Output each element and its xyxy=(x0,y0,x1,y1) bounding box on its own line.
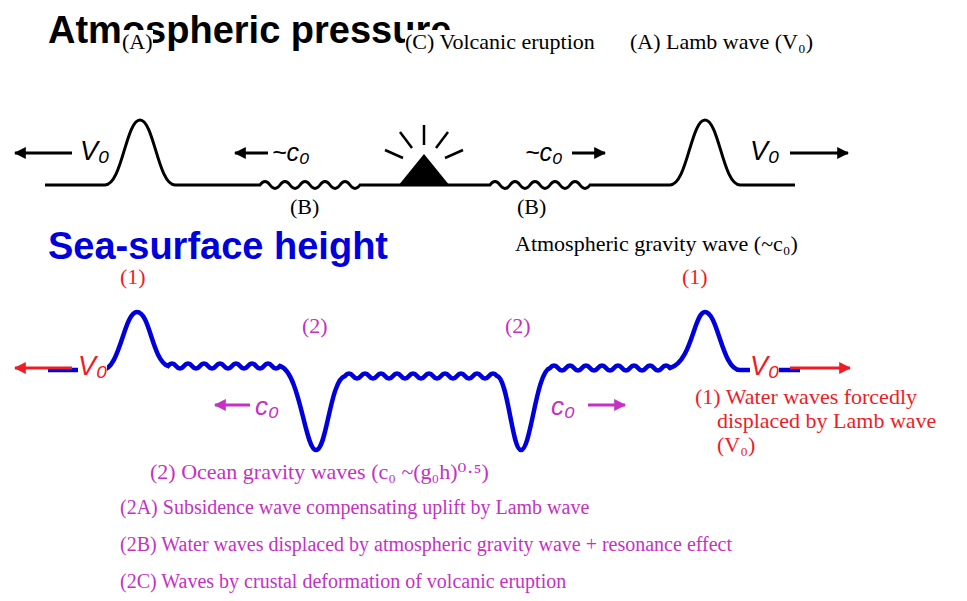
wave-description: (1) Water waves forcedly displaced by La… xyxy=(695,385,957,458)
note-text: (2C) Waves by crustal deformation of vol… xyxy=(120,570,566,592)
callout-number: (2) xyxy=(302,314,328,338)
speed-symbol: ~c₀ xyxy=(272,139,310,167)
wave-label: Atmospheric gravity wave (~c₀) xyxy=(515,232,798,256)
source-label: (C) Volcanic eruption xyxy=(405,30,595,54)
wave-label: (A) Lamb wave (V₀) xyxy=(630,30,813,54)
forced-wave-arrow xyxy=(790,367,850,370)
ocean-wave-arrow xyxy=(215,404,250,407)
speed-symbol: c₀ xyxy=(551,392,575,421)
lamb-arrow xyxy=(790,152,848,155)
ocean-wave-arrow xyxy=(588,404,625,407)
speed-symbol: V₀ xyxy=(78,352,107,382)
speed-symbol: V₀ xyxy=(750,137,779,167)
eruption-rays xyxy=(385,125,463,158)
speed-symbol: ~c₀ xyxy=(525,139,563,167)
callout-number: (1) xyxy=(120,265,146,289)
callout-label: (B) xyxy=(290,195,319,219)
speed-symbol: c₀ xyxy=(255,392,279,421)
gravity-arrow xyxy=(235,152,268,155)
section-heading: Sea-surface height xyxy=(48,226,388,268)
callout-label: (B) xyxy=(517,195,546,219)
note-text: (2A) Subsidence wave compensating uplift… xyxy=(120,496,589,518)
callout-number: (1) xyxy=(682,265,708,289)
speed-symbol: V₀ xyxy=(80,137,109,167)
gravity-arrow xyxy=(572,152,605,155)
sea-surface-line xyxy=(48,312,800,450)
wave-description: (2) Ocean gravity waves (c₀ ~(g₀h)⁰·⁵) xyxy=(150,460,489,484)
diagram-title: Atmospheric pressure xyxy=(48,10,451,52)
note-text: (2B) Water waves displaced by atmospheri… xyxy=(120,533,732,555)
callout-label: (A) xyxy=(122,30,153,54)
volcano-symbol xyxy=(398,154,450,186)
callout-number: (2) xyxy=(505,314,531,338)
lamb-arrow xyxy=(15,152,72,155)
speed-symbol: V₀ xyxy=(750,352,779,382)
forced-wave-arrow xyxy=(15,367,72,370)
pressure-line xyxy=(45,120,795,189)
